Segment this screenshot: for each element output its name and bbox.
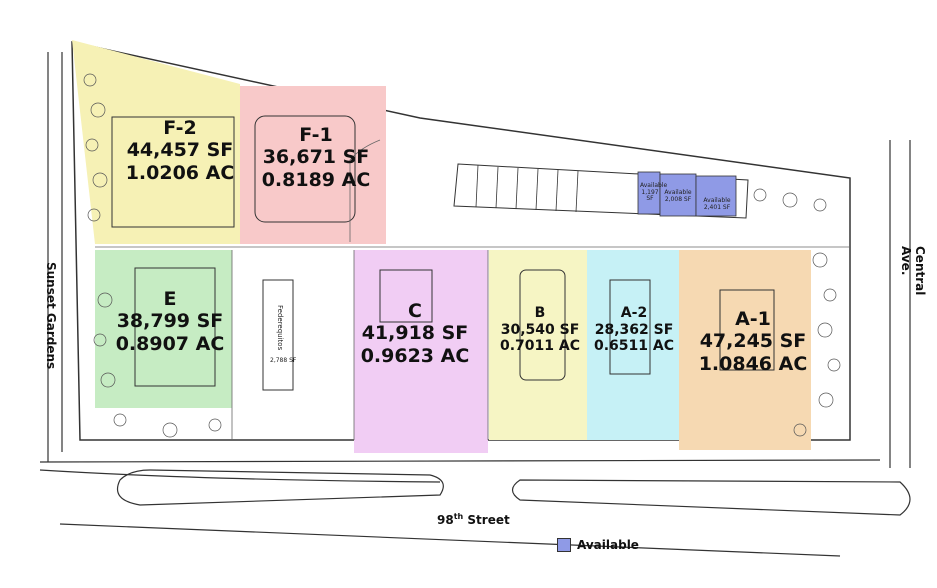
building-a2 [609,279,651,375]
shop-3-sf: 2,401 SF [703,203,731,211]
parcel-c-sf: 41,918 SF [361,322,469,345]
street-sunset-gardens [47,52,63,462]
parcel-a1-ac: 1.0846 AC [698,352,808,375]
parcel-f2-id: F-2 [163,117,197,139]
street-name-east: Central Ave. [899,246,927,295]
parcel-f2: F-2 44,457 SF 1.0206 AC [115,117,245,184]
street-name-east-text: Central Ave. [899,246,927,296]
federequitos-label: Federequitos [266,305,292,350]
parcel-area-a2 [587,250,679,440]
street-name-south-base: 98 [437,513,454,527]
parcel-b-ac: 0.7011 AC [499,338,580,355]
federequitos-sf: 2,788 SF [270,357,297,364]
parcel-b-sf: 30,540 SF [500,321,580,338]
shop-2-sf: 2,008 SF [664,195,692,203]
parcel-a2: A-2 28,362 SF 0.6511 AC [586,305,682,355]
shop-2-name: Available [664,189,692,196]
parcel-f1-id: F-1 [299,124,333,146]
building-f1 [254,115,356,223]
building-e [134,267,216,387]
parcel-a1-id: A-1 [735,308,771,330]
street-name-south: 98th Street [437,512,510,527]
federequitos-name: Federequitos [275,305,284,351]
available-unit-3 [695,175,737,217]
parcel-a1-sf: 47,245 SF [699,330,807,353]
shop-label-1: Available 1,197 SF [640,182,668,203]
parcel-c-id: C [408,300,422,322]
parcel-area-f2 [72,40,240,244]
shop-1-sf: 1,197 SF [641,188,659,203]
parcel-a2-id: A-2 [620,305,648,321]
parcel-area-e [95,250,232,408]
building-f2 [111,116,235,228]
shop-1-name: Available [640,182,668,189]
parcel-a2-sf: 28,362 SF [594,321,674,338]
parcel-f2-sf: 44,457 SF [126,139,234,162]
parcel-e-sf: 38,799 SF [116,310,224,333]
shop-label-3: Available 2,401 SF [698,197,736,211]
street-name-south-suffix: Street [463,513,510,527]
street-name-west: Sunset Gardens [44,262,58,369]
drive-aisles [95,139,850,440]
parcel-area-b [489,250,587,440]
parcel-c-ac: 0.9623 AC [360,344,470,367]
parcel-f1-ac: 0.8189 AC [261,168,371,191]
building-c [379,269,433,323]
parcel-b: B 30,540 SF 0.7011 AC [490,305,590,355]
street-central-ave [889,140,911,468]
building-b [519,269,566,381]
parcel-e-ac: 0.8907 AC [115,332,225,355]
street-98th [39,459,911,557]
landscape-west [83,73,222,438]
parcel-f1-sf: 36,671 SF [262,146,370,169]
street-name-west-text: Sunset Gardens [44,262,58,370]
parcel-a2-ac: 0.6511 AC [593,338,674,355]
landscape-east [753,188,841,437]
parcel-e: E 38,799 SF 0.8907 AC [105,288,235,355]
retail-strip-dividers [475,164,661,216]
street-name-south-sup: th [453,512,464,521]
parcel-b-id: B [534,305,546,321]
parcel-e-id: E [163,288,177,310]
parcel-area-f1 [240,86,386,244]
building-a1 [719,289,775,371]
shop-label-2: Available 2,008 SF [661,189,695,203]
legend-swatch [557,538,571,552]
parcel-c: C 41,918 SF 0.9623 AC [350,300,480,367]
parcel-f1: F-1 36,671 SF 0.8189 AC [251,124,381,191]
federequitos-sf-label: 2,788 SF [270,357,297,365]
legend-label: Available [577,538,639,552]
parcel-area-c [354,250,488,453]
parcel-area-a1 [679,250,811,450]
map-legend: Available [557,538,639,552]
parcel-a1: A-1 47,245 SF 1.0846 AC [693,308,813,375]
building-federequitos [262,279,294,391]
shop-3-name: Available [703,197,731,204]
parcel-f2-ac: 1.0206 AC [125,161,235,184]
